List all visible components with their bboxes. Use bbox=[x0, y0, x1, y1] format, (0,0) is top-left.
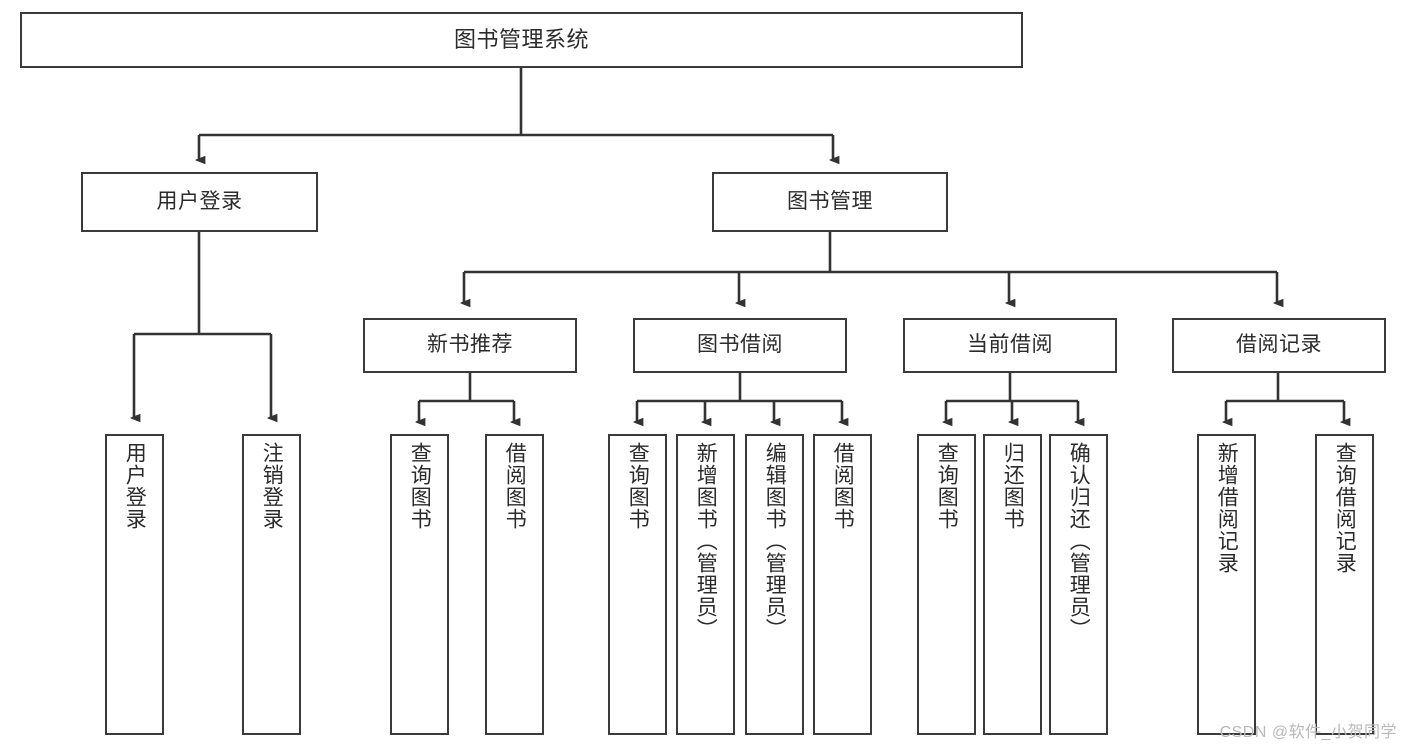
node-label: 用户登录 bbox=[123, 442, 147, 530]
node-borrowing-records[interactable]: 借阅记录 bbox=[1172, 318, 1386, 373]
node-book-borrowing[interactable]: 图书借阅 bbox=[633, 318, 847, 373]
leaf-query-book-recommendation[interactable]: 查询图书 bbox=[390, 434, 449, 735]
leaf-confirm-return-admin[interactable]: 确认归还（管理员） bbox=[1049, 434, 1108, 735]
leaf-return-book[interactable]: 归还图书 bbox=[983, 434, 1042, 735]
node-label: 当前借阅 bbox=[967, 333, 1053, 357]
node-label: 编辑图书（管理员） bbox=[763, 442, 787, 640]
node-new-book-recommendation[interactable]: 新书推荐 bbox=[363, 318, 577, 373]
node-label: 新书推荐 bbox=[427, 333, 513, 357]
node-label: 借阅记录 bbox=[1236, 333, 1322, 357]
leaf-borrow-book-recommendation[interactable]: 借阅图书 bbox=[485, 434, 544, 735]
node-book-management[interactable]: 图书管理 bbox=[712, 172, 948, 232]
node-label: 查询图书 bbox=[935, 442, 959, 530]
node-label: 注销登录 bbox=[260, 442, 284, 530]
node-label: 新增图书（管理员） bbox=[694, 442, 718, 640]
leaf-logout[interactable]: 注销登录 bbox=[242, 434, 301, 735]
leaf-query-book-borrowing[interactable]: 查询图书 bbox=[608, 434, 667, 735]
node-label: 借阅图书 bbox=[831, 442, 855, 530]
node-label: 图书管理系统 bbox=[453, 27, 589, 53]
node-current-borrowing[interactable]: 当前借阅 bbox=[903, 318, 1117, 373]
node-root-book-management-system[interactable]: 图书管理系统 bbox=[20, 12, 1023, 68]
csdn-watermark: CSDN @软件_小贺同学 bbox=[1219, 724, 1397, 741]
leaf-edit-book-admin[interactable]: 编辑图书（管理员） bbox=[745, 434, 804, 735]
node-user-login[interactable]: 用户登录 bbox=[81, 172, 318, 232]
node-label: 确认归还（管理员） bbox=[1067, 442, 1091, 640]
leaf-add-book-admin[interactable]: 新增图书（管理员） bbox=[676, 434, 735, 735]
node-label: 图书借阅 bbox=[697, 333, 783, 357]
node-label: 查询借阅记录 bbox=[1333, 442, 1357, 574]
leaf-add-borrow-record[interactable]: 新增借阅记录 bbox=[1197, 434, 1256, 735]
leaf-query-borrow-record[interactable]: 查询借阅记录 bbox=[1315, 434, 1374, 735]
node-label: 借阅图书 bbox=[503, 442, 527, 530]
node-label: 归还图书 bbox=[1001, 442, 1025, 530]
leaf-borrow-book[interactable]: 借阅图书 bbox=[813, 434, 872, 735]
node-label: 图书管理 bbox=[787, 189, 873, 213]
node-label: 用户登录 bbox=[156, 189, 243, 213]
leaf-user-login[interactable]: 用户登录 bbox=[105, 434, 164, 735]
node-label: 新增借阅记录 bbox=[1215, 442, 1239, 574]
node-label: 查询图书 bbox=[408, 442, 432, 530]
leaf-query-book-current[interactable]: 查询图书 bbox=[917, 434, 976, 735]
node-label: 查询图书 bbox=[626, 442, 650, 530]
